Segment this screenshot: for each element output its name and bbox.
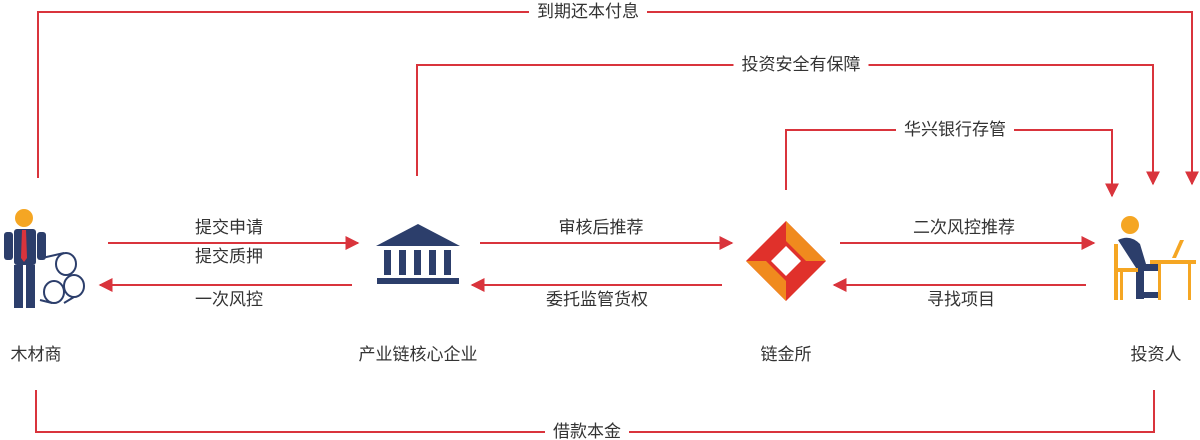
label-entrust-supervision: 委托监管货权	[546, 289, 648, 311]
label-investment-safety: 投资安全有保障	[734, 54, 869, 76]
label-submit-pledge: 提交质押	[195, 246, 263, 268]
label-submit-application: 提交申请	[195, 217, 263, 239]
repay-flow-line	[38, 12, 1192, 184]
label-find-projects: 寻找项目	[927, 289, 995, 311]
label-borrow-principal: 借款本金	[545, 421, 629, 440]
node-label-core-enterprise: 产业链核心企业	[359, 344, 478, 366]
label-review-recommend: 审核后推荐	[559, 217, 644, 239]
label-second-risk-control: 二次风控推荐	[913, 217, 1015, 239]
label-bank-custody: 华兴银行存管	[896, 119, 1014, 141]
node-label-supplier: 木材商	[11, 344, 62, 366]
businessman-with-logs-icon	[4, 209, 84, 308]
node-label-investor: 投资人	[1131, 344, 1182, 366]
person-at-laptop-icon	[1114, 216, 1196, 300]
label-first-risk-control: 一次风控	[195, 289, 263, 311]
node-label-platform: 链金所	[761, 344, 812, 366]
label-repay-on-maturity: 到期还本付息	[529, 1, 647, 23]
bank-building-icon	[376, 224, 460, 284]
chain-finance-logo-icon	[746, 221, 826, 301]
